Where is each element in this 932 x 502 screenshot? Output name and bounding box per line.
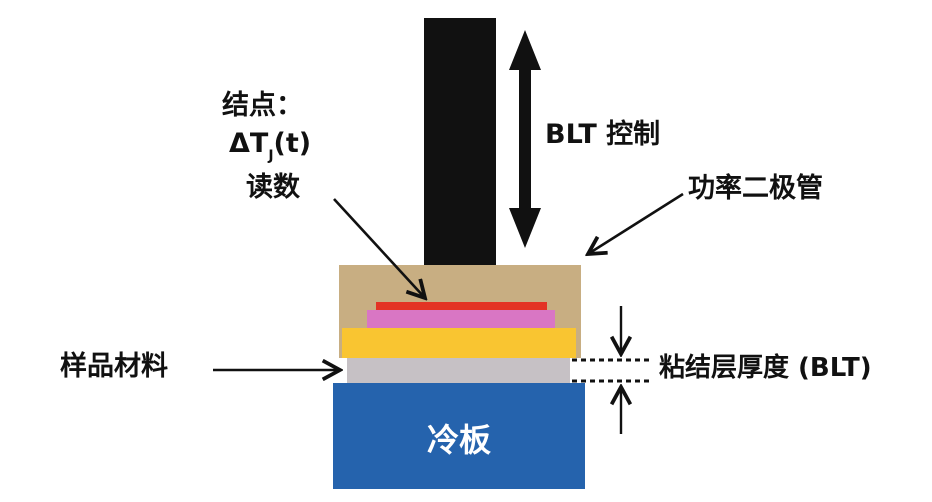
power-diode-label: 功率二极管 <box>688 173 823 204</box>
bond-line-thickness-label: 粘结层厚度 (BLT) <box>659 353 872 383</box>
probe-rod <box>424 18 496 268</box>
junction-label-line1: 结点： <box>222 90 303 121</box>
cold-plate-label: 冷板 <box>427 421 492 459</box>
pink-layer <box>367 310 555 328</box>
junction-subscript: J <box>268 148 274 164</box>
power-diode-arrow-icon <box>588 192 684 254</box>
junction-delta: ΔT <box>229 128 269 159</box>
junction-delta-label: ΔTJ(t) <box>229 128 312 163</box>
blt-control-label: BLT 控制 <box>545 119 661 150</box>
double-vertical-arrow-icon <box>509 30 541 248</box>
blt-dotted-lines <box>572 358 652 383</box>
cold-plate <box>333 383 585 489</box>
red-layer <box>376 302 547 310</box>
junction-label-line3: 读数 <box>246 172 300 203</box>
junction-time: (t) <box>273 128 312 159</box>
yellow-layer <box>342 328 576 358</box>
sample-material-label: 样品材料 <box>60 351 168 382</box>
junction-arrow-icon <box>333 198 425 298</box>
sample-material-layer <box>347 358 570 383</box>
